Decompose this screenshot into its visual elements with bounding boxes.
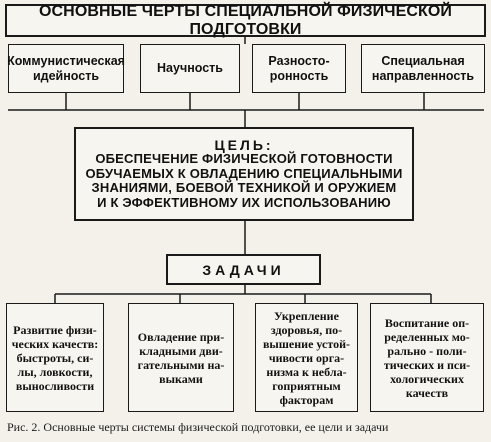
figure-caption: Рис. 2. Основные черты системы физическо… [7, 420, 389, 434]
tasks-header: ЗАДАЧИ [166, 254, 321, 285]
feature-label: Научность [157, 61, 223, 75]
task-box-health: Укрепление здоровья, по- вышение устой- … [255, 303, 358, 412]
goal-label: ЦЕЛЬ: [214, 136, 274, 153]
diagram-title: ОСНОВНЫЕ ЧЕРТЫ СПЕЦИАЛЬНОЙ ФИЗИЧЕСКОЙ ПО… [5, 3, 486, 38]
task-box-moral-qualities: Воспитание оп- ределенных мо- рально - п… [370, 303, 484, 412]
task-box-applied-skills: Овладение при- кладными дви- гательными … [128, 303, 234, 412]
goal-box: ЦЕЛЬ: ОБЕСПЕЧЕНИЕ ФИЗИЧЕСКОЙ ГОТОВНОСТИ … [74, 127, 414, 221]
task-box-physical-qualities: Развитие физи- ческих качеств: быстроты,… [6, 303, 104, 412]
goal-text: ОБЕСПЕЧЕНИЕ ФИЗИЧЕСКОЙ ГОТОВНОСТИ ОБУЧАЕ… [85, 151, 403, 210]
feature-box-special-orientation: Специальная направленность [361, 44, 485, 93]
feature-label: Коммунистическая идейность [7, 53, 125, 83]
feature-box-communist-ideology: Коммунистическая идейность [7, 44, 125, 93]
feature-box-versatility: Разносто- ронность [252, 44, 346, 93]
feature-box-scientific: Научность [140, 44, 240, 93]
feature-label: Специальная направленность [371, 53, 475, 83]
feature-label: Разносто- ронность [268, 53, 330, 83]
